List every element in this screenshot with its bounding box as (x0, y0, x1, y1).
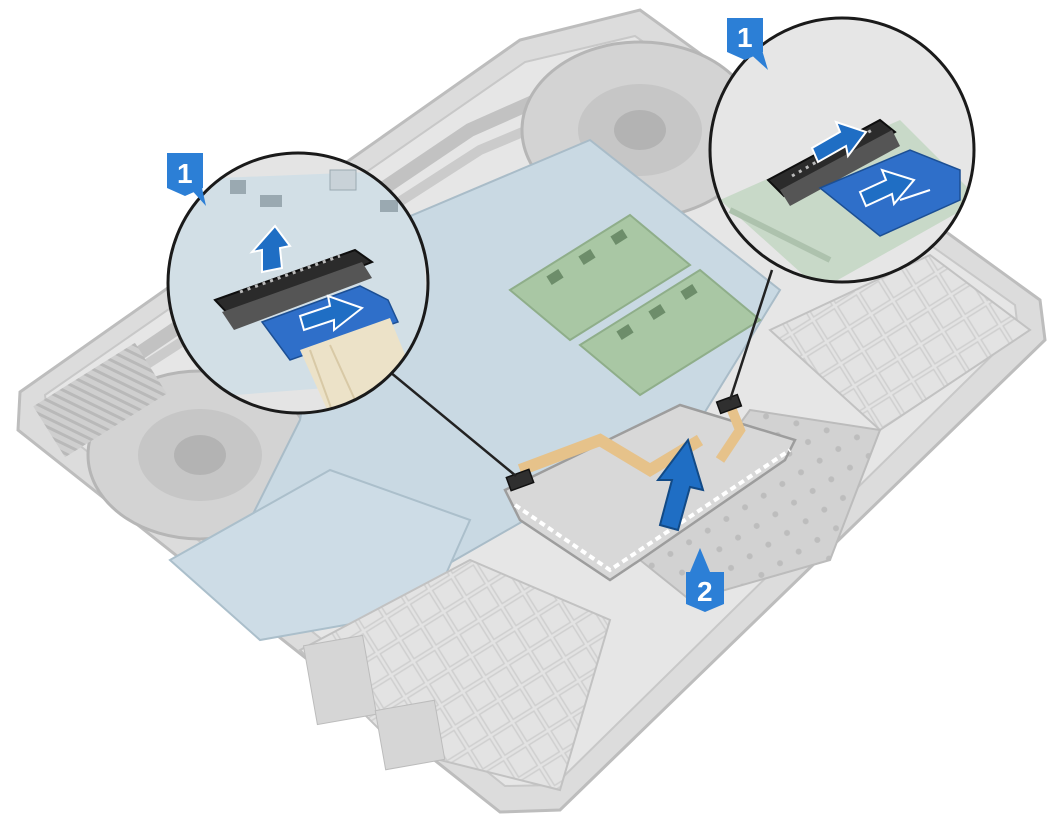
touchpad-flex-cable (517, 433, 704, 477)
latch-open-arrow-icon (249, 224, 292, 274)
io-board (168, 468, 472, 642)
zoom-callout-left (166, 151, 430, 415)
zoom-callout-right (708, 16, 976, 284)
palmrest-bracket-right (768, 253, 1032, 432)
touchpad-bracket-edge (513, 448, 792, 573)
touchpad-connector-left (505, 468, 535, 492)
callout-badge-left: 1 (167, 153, 206, 206)
touchpad-connector-right (715, 393, 743, 415)
cable-pull-arrow-icon (858, 168, 916, 208)
fan-bottom-left (86, 369, 314, 541)
speaker-grille (374, 699, 446, 771)
heatsink-fins (33, 342, 167, 458)
callout-badge-right: 1 (727, 18, 768, 70)
speaker-grille (302, 634, 378, 726)
callout-badge-main: 2 (686, 548, 724, 612)
latch-open-arrow-icon (810, 120, 868, 164)
ram-module-lower (578, 268, 762, 397)
cable-pull-arrow-icon (298, 294, 365, 333)
leader-line-right (728, 269, 774, 401)
callout-number-left: 1 (177, 158, 193, 189)
callout-number-right: 1 (737, 22, 753, 53)
ram-module-upper (508, 213, 692, 342)
leader-line-left (389, 371, 517, 477)
lift-up-arrow-icon (656, 437, 705, 532)
callout-number-main: 2 (697, 576, 713, 607)
